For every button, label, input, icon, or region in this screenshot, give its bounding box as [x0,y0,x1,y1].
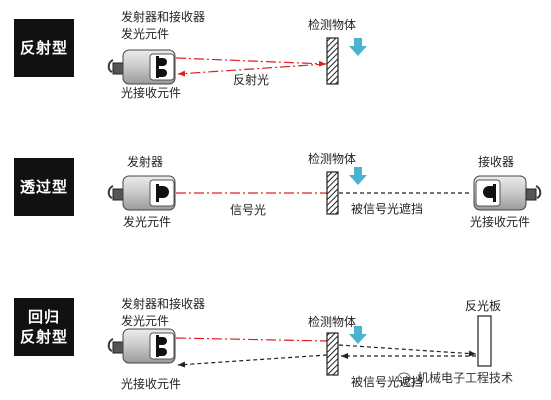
retro-sensor [107,328,176,364]
reflected-light-label: 反射光 [233,73,270,87]
receiver-label: 接收器 [478,155,515,169]
retro-object-label: 检测物体 [308,315,357,329]
through-beam-object-label: 检测物体 [308,152,357,166]
reflective-return-beam [177,63,327,77]
retro-object-arrow-icon [349,326,367,344]
reflector-plate [477,315,492,367]
badge-retroreflective-line2: 反射型 [19,328,68,346]
receiver-sensor [473,175,542,211]
reflective-object-label: 检测物体 [308,18,357,32]
reflective-emitter-element-label: 发光元件 [121,27,170,41]
badge-retroreflective: 回归 反射型 [14,298,74,356]
signal-light-label: 信号光 [230,203,267,217]
reflective-receiver-element-label: 光接收元件 [121,86,182,100]
badge-retroreflective-line1: 回归 [27,308,60,326]
badge-through-beam: 透过型 [14,158,74,216]
receiver-element-label: 光接收元件 [470,215,531,229]
retro-blocked-label: 被信号光遮挡 [351,375,424,389]
through-beam-object [326,171,339,215]
retro-object [326,332,339,376]
badge-reflective: 反射型 [14,19,74,77]
retro-emitter-element-label: 发光元件 [121,314,170,328]
retro-emitter-receiver-label: 发射器和接收器 [121,297,206,311]
wechat-icon [397,372,416,387]
watermark-text: 机械电子工程技术 [417,371,514,385]
retro-emit-beam [175,337,328,342]
retro-return-beam [177,354,328,368]
reflective-emitter-receiver-label: 发射器和接收器 [121,10,206,24]
reflective-object-arrow-icon [349,38,367,56]
reflective-emit-beam [175,57,327,67]
through-beam-object-arrow-icon [349,167,367,185]
emitter-sensor [107,175,176,211]
retro-receiver-element-label: 光接收元件 [121,377,182,391]
emitter-element-label: 发光元件 [123,215,172,229]
reflective-sensor [107,49,176,85]
emitter-label: 发射器 [127,155,164,169]
badge-through-beam-label: 透过型 [19,178,68,196]
reflector-label: 反光板 [465,299,502,313]
reflective-object [326,37,339,85]
badge-reflective-label: 反射型 [19,39,68,57]
retro-blocked-beam-out [338,344,477,357]
through-beam-blocked-label: 被信号光遮挡 [351,202,424,216]
